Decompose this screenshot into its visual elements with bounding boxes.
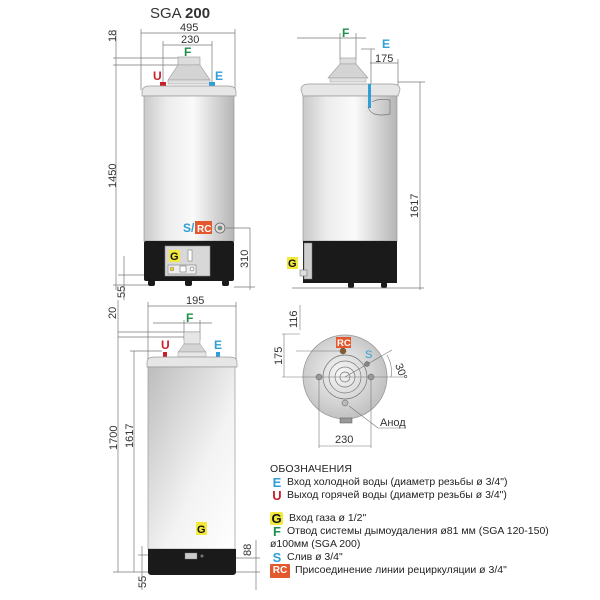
dim-195: 195 (186, 295, 204, 307)
dim-310: 310 (239, 250, 251, 268)
model-title: SGA 200 (150, 5, 210, 22)
front-view: 495 230 18 1450 55 U E F S/ RC (107, 22, 255, 300)
dim-18: 18 (107, 30, 119, 42)
legend-item-G: G Вход газа ø 1/2" (270, 510, 549, 526)
legend-item-RC: RC Присоединение линии рециркуляции ø 3/… (270, 564, 549, 578)
side-view: F E 175 G 1617 (287, 26, 425, 290)
legend-text: Вход холодной воды (диаметр резьбы ø 3/4… (287, 476, 508, 489)
dim-30-deg: 30° (392, 362, 409, 382)
top-label-RC: RC (337, 338, 351, 349)
front2-label-E: E (214, 338, 222, 352)
legend-symbol-U: U (272, 488, 282, 504)
legend-text: Выход горячей воды (диаметр резьбы ø 3/4… (287, 489, 507, 502)
label-RC: RC (197, 224, 211, 235)
label-anode: Анод (380, 417, 406, 429)
side-label-E: E (382, 37, 390, 51)
dim-230-top: 230 (335, 434, 353, 446)
legend-symbol-S: S (272, 550, 282, 566)
legend-text-continuation: ø100мм (SGA 200) (270, 538, 361, 551)
dim-88: 88 (242, 544, 254, 556)
dim-55: 55 (116, 286, 128, 298)
legend-text: Слив ø 3/4" (287, 551, 343, 564)
dim-1617-front2: 1617 (124, 424, 136, 448)
dim-116: 116 (288, 310, 300, 328)
top-view: RC S 30° Анод 116 175 230 (273, 305, 409, 448)
drain-port-icon (364, 361, 370, 367)
legend-text: Вход газа ø 1/2" (289, 511, 367, 524)
front2-label-F: F (186, 311, 193, 325)
legend-symbol-RC: RC (270, 564, 290, 578)
dim-20: 20 (107, 307, 119, 319)
dim-230: 230 (181, 34, 199, 46)
dim-1700: 1700 (108, 426, 120, 450)
anode-icon (341, 399, 349, 407)
dim-175-side: 175 (375, 53, 393, 65)
label-E: E (215, 69, 223, 83)
top-label-S: S (365, 349, 372, 361)
legend-symbol-G: G (270, 510, 283, 526)
side-label-G: G (288, 258, 297, 270)
dim-175-top: 175 (273, 347, 285, 365)
label-U: U (153, 69, 162, 83)
legend-text: Присоединение линии рециркуляции ø 3/4" (295, 564, 507, 577)
legend-symbol-E: E (272, 475, 282, 491)
legend-item-U: U Выход горячей воды (диаметр резьбы ø 3… (270, 489, 549, 502)
label-G: G (170, 251, 179, 263)
legend-text: Отвод системы дымоудаления ø81 мм (SGA 1… (287, 524, 549, 537)
side-label-F: F (342, 26, 349, 40)
label-S: S/ (183, 221, 195, 235)
front-view-2: 195 20 1700 1617 55 F U E G 88 (107, 295, 260, 590)
legend-item-E: E Вход холодной воды (диаметр резьбы ø 3… (270, 476, 549, 489)
front2-label-G: G (197, 524, 206, 536)
dim-1450: 1450 (107, 164, 119, 188)
dim-1617-side: 1617 (409, 194, 421, 218)
legend-item-F: F Отвод системы дымоудаления ø81 мм (SGA… (270, 525, 549, 538)
dim-495: 495 (180, 22, 198, 34)
legend-symbol-F: F (273, 523, 281, 539)
dim-55-front2: 55 (137, 576, 149, 588)
front2-label-U: U (161, 338, 170, 352)
label-F: F (184, 45, 191, 59)
legend-item-S: S Слив ø 3/4" (270, 551, 549, 564)
legend: ОБОЗНАЧЕНИЯ E Вход холодной воды (диамет… (270, 463, 549, 578)
legend-title: ОБОЗНАЧЕНИЯ (270, 463, 353, 475)
